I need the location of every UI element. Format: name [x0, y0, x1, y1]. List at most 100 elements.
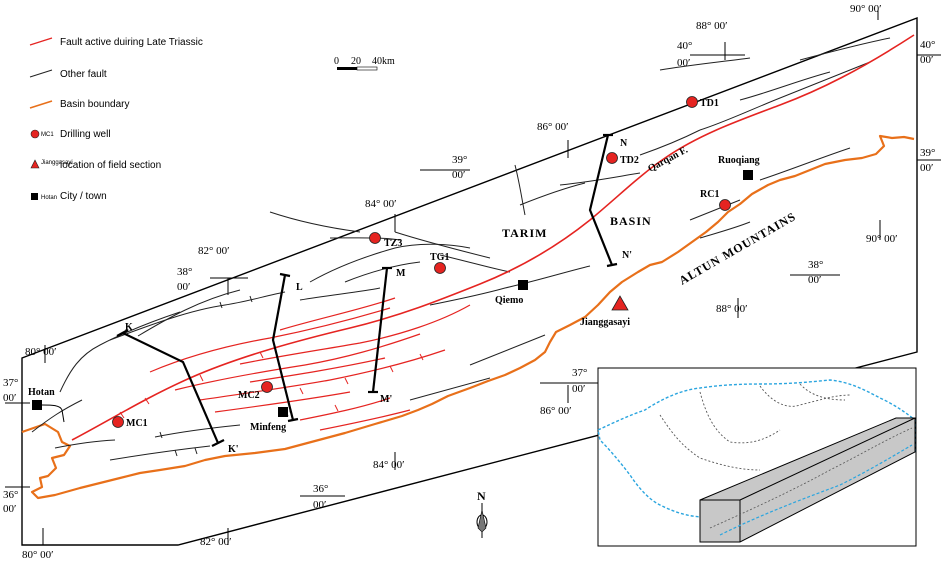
town-ruoqiang-label: Ruoqiang	[718, 155, 760, 166]
lon-90-top: 90° 00′	[850, 3, 882, 15]
section-m	[371, 267, 389, 393]
well-td1[interactable]: TD1	[686, 96, 719, 110]
lat-36: 36°	[3, 489, 18, 501]
well-rc1[interactable]: RC1	[700, 189, 731, 211]
north-arrow-label: N	[477, 489, 487, 503]
lon-82-top: 82° 00′	[198, 245, 230, 257]
section-m-end: M'	[380, 394, 392, 405]
lon-80-top: 80° 00′	[25, 346, 57, 358]
inset-study-area	[699, 417, 916, 543]
region-tarim: TARIM	[502, 226, 547, 240]
legend-other-fault-symbol	[29, 69, 53, 78]
well-tz3[interactable]: TZ3	[369, 232, 403, 250]
lat-38-right: 38°	[808, 259, 823, 271]
other-faults	[31, 37, 891, 461]
lat-40: 40°	[677, 40, 692, 52]
lat-37-min: 00′	[3, 392, 16, 404]
lon-86-top: 86° 00′	[537, 121, 569, 133]
well-td2-label: TD2	[620, 155, 639, 166]
section-m-start: M	[396, 268, 406, 279]
well-rc1-label: RC1	[700, 189, 719, 200]
legend-well-label: Drilling well	[60, 129, 111, 140]
fault-ticks	[119, 351, 424, 419]
lat-37: 37°	[3, 377, 18, 389]
scale-tick-40: 40km	[372, 56, 395, 67]
well-tg1[interactable]: TG1	[430, 252, 449, 274]
lat-39-right: 39°	[920, 147, 935, 159]
section-l	[271, 274, 295, 421]
lat-38-right-min: 00′	[808, 274, 821, 286]
legend: Fault active duiring Late Triassic Other…	[29, 37, 203, 202]
lat-39-min: 00′	[452, 169, 465, 181]
well-mc1-label: MC1	[126, 418, 148, 429]
legend-other-fault-label: Other fault	[60, 69, 107, 80]
map-frame	[21, 16, 918, 546]
drilling-wells: MC1 MC2 TZ3 TG1 TD2 TD1 RC1	[112, 96, 731, 430]
legend-well-symbol	[30, 129, 40, 139]
well-tg1-label: TG1	[430, 252, 449, 263]
lon-84-bottom: 84° 00′	[373, 459, 405, 471]
lat-38-min: 00′	[177, 281, 190, 293]
section-k-end: K'	[228, 444, 239, 455]
lat-37-right-min: 00′	[572, 383, 585, 395]
lat-36-min: 00′	[3, 503, 16, 515]
well-mc2[interactable]: MC2	[238, 381, 273, 402]
late-triassic-faults	[71, 34, 915, 441]
town-hotan[interactable]: Hotan	[28, 387, 55, 410]
well-mc1[interactable]: MC1	[112, 416, 148, 430]
scale-bar: 0 20 40km	[334, 56, 395, 71]
lat-37-right: 37°	[572, 367, 587, 379]
lat-38: 38°	[177, 266, 192, 278]
qarqan-fault-trace	[71, 34, 915, 441]
field-section-jianggasayi[interactable]: Jianggasayi	[580, 295, 630, 328]
section-n	[588, 134, 614, 266]
section-k-start: K	[125, 322, 133, 333]
well-mc2-label: MC2	[238, 390, 260, 401]
well-tz3-label: TZ3	[384, 238, 402, 249]
qarqan-fault-label: Qarqan F.	[646, 144, 690, 174]
legend-well-symbol-text: MC1	[41, 132, 54, 138]
towns: Hotan Minfeng Qiemo Ruoqiang	[28, 155, 760, 433]
section-l-start: L	[296, 282, 303, 293]
well-td1-label: TD1	[700, 98, 719, 109]
town-qiemo[interactable]: Qiemo	[495, 280, 528, 306]
lon-88-right: 88° 00′	[716, 303, 748, 315]
lon-90-right: 90° 00′	[866, 233, 898, 245]
legend-town-symbol-text: Hotan	[41, 195, 57, 201]
scale-tick-0: 0	[334, 56, 339, 67]
lat-36-bottom-min: 00′	[313, 499, 326, 511]
lon-88-top: 88° 00′	[696, 20, 728, 32]
town-minfeng[interactable]: Minfeng	[250, 407, 288, 433]
north-arrow: N	[476, 489, 488, 538]
lat-40-right-min: 00′	[920, 54, 933, 66]
inset-map	[597, 367, 917, 547]
cross-sections	[116, 133, 618, 447]
basin-boundary	[21, 134, 915, 500]
town-hotan-label: Hotan	[28, 387, 55, 398]
black-fault-ticks	[159, 295, 253, 457]
legend-fault-triassic-symbol	[29, 37, 53, 46]
legend-town-label: City / town	[60, 191, 107, 202]
legend-town-symbol	[31, 193, 38, 200]
legend-field-section-symbol	[30, 159, 40, 169]
legend-field-section-label: location of field section	[60, 160, 161, 171]
legend-field-section-symbol-text: Jianggasayi	[41, 160, 73, 166]
town-qiemo-label: Qiemo	[495, 295, 523, 306]
section-n-start: N	[620, 138, 628, 149]
graticule-ticks	[5, 10, 941, 545]
region-basin: BASIN	[610, 214, 652, 228]
well-td2[interactable]: TD2	[606, 152, 639, 167]
lon-84-top: 84° 00′	[365, 198, 397, 210]
coordinate-labels: 80° 00′ 37° 00′ 36° 00′ 80° 00′ 82° 00′ …	[3, 3, 935, 561]
town-ruoqiang[interactable]: Ruoqiang	[718, 155, 760, 180]
legend-basin-boundary-label: Basin boundary	[60, 99, 130, 110]
section-k	[122, 332, 220, 444]
lon-80-bottom: 80° 00′	[22, 549, 54, 561]
scale-tick-20: 20	[351, 56, 361, 67]
section-n-end: N'	[622, 250, 632, 261]
town-minfeng-label: Minfeng	[250, 422, 286, 433]
lon-82-bottom: 82° 00′	[200, 536, 232, 548]
region-altun: ALTUN MOUNTAINS	[677, 209, 799, 287]
lat-40-right: 40°	[920, 39, 935, 51]
